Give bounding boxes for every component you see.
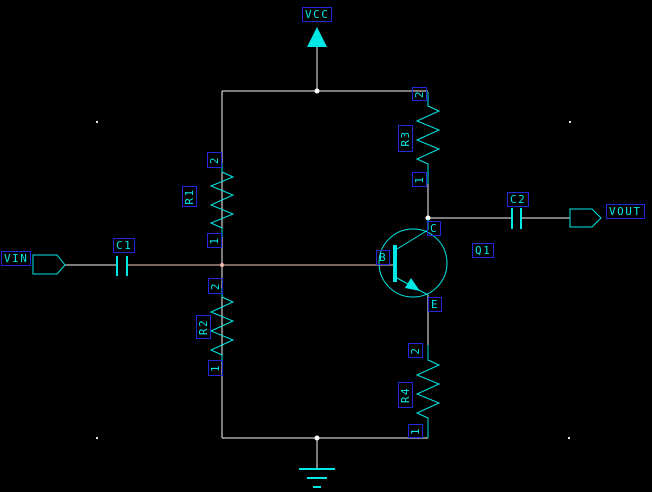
vout-label[interactable]: VOUT bbox=[606, 204, 645, 219]
r3-pin2-label[interactable]: 2 bbox=[412, 87, 427, 101]
r4-refdes-label[interactable]: R4 bbox=[398, 382, 413, 408]
grid-marker-dot bbox=[96, 437, 98, 439]
c1-capacitor-symbol[interactable] bbox=[116, 256, 128, 276]
c2-capacitor-symbol[interactable] bbox=[511, 208, 522, 229]
q1-pin-b-label[interactable]: B bbox=[376, 250, 391, 265]
vout-port-symbol[interactable] bbox=[569, 208, 602, 228]
c2-refdes-label[interactable]: C2 bbox=[507, 192, 530, 207]
r1-resistor-symbol[interactable] bbox=[209, 163, 235, 237]
r3-pin1-label[interactable]: 1 bbox=[412, 172, 427, 187]
r1-pin2-label[interactable]: 2 bbox=[207, 152, 222, 168]
r2-resistor-symbol[interactable] bbox=[209, 288, 235, 362]
q1-refdes-label[interactable]: Q1 bbox=[472, 243, 495, 258]
r3-resistor-symbol[interactable] bbox=[415, 92, 441, 184]
emitter-arrow-icon bbox=[405, 278, 420, 291]
r1-pin1-label[interactable]: 1 bbox=[207, 233, 222, 248]
grid-marker-dot bbox=[568, 437, 570, 439]
c1-refdes-label[interactable]: C1 bbox=[113, 238, 136, 253]
grid-marker-dot bbox=[569, 121, 571, 123]
ground-symbol-icon[interactable] bbox=[299, 468, 335, 488]
vcc-power-symbol-icon[interactable] bbox=[307, 27, 327, 47]
r4-pin1-label[interactable]: 1 bbox=[408, 424, 423, 438]
junction-dot-collector bbox=[425, 215, 431, 221]
r4-resistor-symbol[interactable] bbox=[415, 345, 441, 438]
junction-dot-divider bbox=[220, 263, 224, 267]
r2-refdes-label[interactable]: R2 bbox=[196, 315, 211, 339]
grid-marker-dot bbox=[96, 121, 98, 123]
r2-pin2-label[interactable]: 2 bbox=[208, 278, 223, 294]
q1-pin-e-label[interactable]: E bbox=[428, 297, 443, 312]
r1-refdes-label[interactable]: R1 bbox=[182, 186, 197, 207]
r3-refdes-label[interactable]: R3 bbox=[398, 125, 413, 152]
q1-pin-c-label[interactable]: C bbox=[427, 221, 442, 236]
r2-pin1-label[interactable]: 1 bbox=[208, 360, 223, 376]
grid-markers bbox=[96, 121, 571, 439]
junction-dot-vcc bbox=[314, 88, 320, 94]
r4-pin2-label[interactable]: 2 bbox=[408, 343, 423, 358]
vin-port-symbol[interactable] bbox=[32, 254, 66, 275]
junction-dot-ground bbox=[314, 435, 320, 441]
vcc-label[interactable]: VCC bbox=[302, 7, 333, 22]
vin-label[interactable]: VIN bbox=[1, 251, 32, 266]
